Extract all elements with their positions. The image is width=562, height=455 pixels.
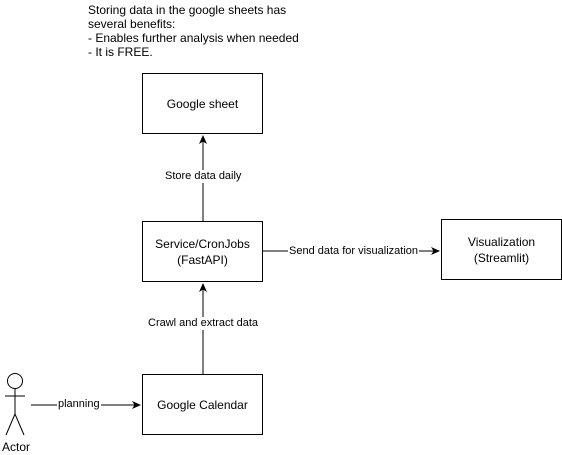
visualization-node[interactable]: Visualization (Streamlit)	[441, 219, 562, 280]
actor-icon	[5, 373, 25, 436]
service-node[interactable]: Service/CronJobs (FastAPI)	[142, 221, 263, 282]
edge-label-store: Store data daily	[164, 170, 243, 183]
service-sublabel: (FastAPI)	[177, 252, 228, 267]
google-calendar-label: Google Calendar	[157, 397, 248, 412]
visualization-sublabel: (Streamlit)	[473, 250, 530, 265]
google-calendar-node[interactable]: Google Calendar	[142, 374, 263, 435]
note-line-3: - Enables further analysis when needed	[88, 31, 299, 45]
visualization-label: Visualization	[467, 234, 536, 249]
google-sheet-label: Google sheet	[166, 96, 239, 111]
google-sheet-node[interactable]: Google sheet	[142, 73, 263, 134]
service-label: Service/CronJobs	[155, 236, 250, 251]
edge-label-send: Send data for visualization	[288, 245, 420, 258]
edge-label-planning: planning	[57, 398, 101, 411]
benefits-note: Storing data in the google sheets has se…	[88, 3, 328, 59]
edge-label-crawl: Crawl and extract data	[147, 317, 260, 330]
note-line-1: Storing data in the google sheets has	[88, 3, 287, 17]
note-line-2: several benefits:	[88, 17, 176, 31]
actor-label: Actor	[2, 440, 31, 454]
note-line-4: - It is FREE.	[88, 45, 153, 59]
